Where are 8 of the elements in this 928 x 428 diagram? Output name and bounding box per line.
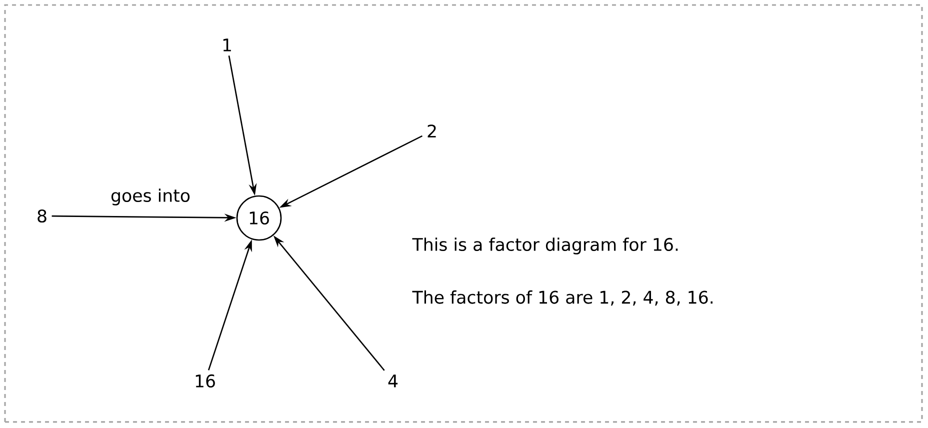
number-label: 8 bbox=[38, 209, 46, 223]
number-label: 4 bbox=[388, 374, 398, 388]
sentence: The factors of 16 are 1, 2, 4, 8, 16. bbox=[412, 290, 712, 306]
sentence: This is a factor diagram for 16. bbox=[412, 238, 678, 254]
number-label: 1 bbox=[223, 38, 231, 52]
edge-label: goes into bbox=[109, 187, 192, 207]
number-label: 16 bbox=[196, 374, 215, 388]
number-label: 2 bbox=[428, 124, 436, 138]
